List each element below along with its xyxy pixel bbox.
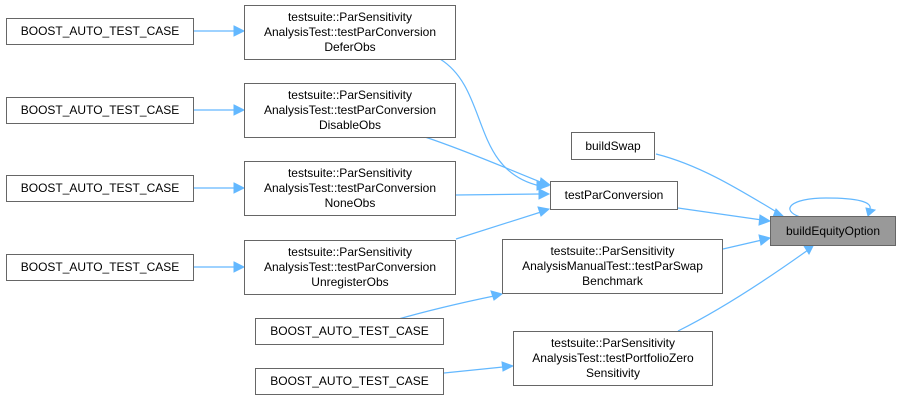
edge-noneobs-to-testparconversion: [455, 193, 541, 196]
edge-arrow: [538, 177, 552, 189]
node-boost-auto-test-case[interactable]: BOOST_AUTO_TEST_CASE: [6, 97, 194, 124]
edge-deferobs-to-testparconversion: [439, 58, 541, 187]
edge-arrow: [538, 188, 551, 200]
edge-arrow: [758, 214, 772, 226]
edge-disableobs-to-testparconversion: [424, 136, 544, 184]
edge-arrow: [865, 207, 877, 217]
edge-arrow: [501, 361, 515, 372]
edge-portfoliozero-to-buildequityoption: [677, 249, 809, 332]
edge-arrow: [233, 182, 246, 194]
edge-testparconversion-to-buildequityoption: [677, 207, 763, 221]
node-test-par-conversion-disable-obs[interactable]: testsuite::ParSensitivity AnalysisTest::…: [244, 83, 456, 138]
node-test-par-conversion-none-obs[interactable]: testsuite::ParSensitivity AnalysisTest::…: [244, 161, 456, 216]
edge-arrow: [233, 25, 246, 37]
node-boost-auto-test-case[interactable]: BOOST_AUTO_TEST_CASE: [6, 175, 194, 202]
edge-boost5-to-parswapbenchmark: [394, 295, 495, 321]
node-build-swap[interactable]: buildSwap: [571, 132, 655, 160]
edge-self-loop: [789, 197, 871, 218]
node-test-portfolio-zero-sensitivity[interactable]: testsuite::ParSensitivity AnalysisTest::…: [513, 331, 713, 386]
node-test-par-conversion[interactable]: testParConversion: [550, 181, 678, 210]
node-boost-auto-test-case[interactable]: BOOST_AUTO_TEST_CASE: [255, 368, 444, 395]
edge-parswapbenchmark-to-buildequityoption: [722, 239, 763, 250]
edge-arrow: [490, 290, 504, 301]
node-boost-auto-test-case[interactable]: BOOST_AUTO_TEST_CASE: [255, 318, 444, 345]
node-build-equity-option: buildEquityOption: [770, 216, 896, 246]
node-boost-auto-test-case[interactable]: BOOST_AUTO_TEST_CASE: [6, 254, 194, 281]
edge-arrow: [537, 206, 551, 217]
edge-buildswap-to-buildequityoption: [655, 153, 781, 215]
edge-arrow: [233, 261, 246, 273]
node-boost-auto-test-case[interactable]: BOOST_AUTO_TEST_CASE: [6, 18, 194, 45]
node-test-par-swap-benchmark[interactable]: testsuite::ParSensitivity AnalysisManual…: [502, 239, 723, 294]
edge-arrow: [233, 104, 246, 116]
node-test-par-conversion-defer-obs[interactable]: testsuite::ParSensitivity AnalysisTest::…: [244, 5, 456, 60]
edge-arrow: [758, 234, 772, 246]
node-test-par-conversion-unregister-obs[interactable]: testsuite::ParSensitivity AnalysisTest::…: [244, 240, 456, 295]
edge-boost6-to-portfoliozero: [443, 366, 504, 374]
edge-unregisterobs-to-testparconversion: [455, 211, 542, 240]
